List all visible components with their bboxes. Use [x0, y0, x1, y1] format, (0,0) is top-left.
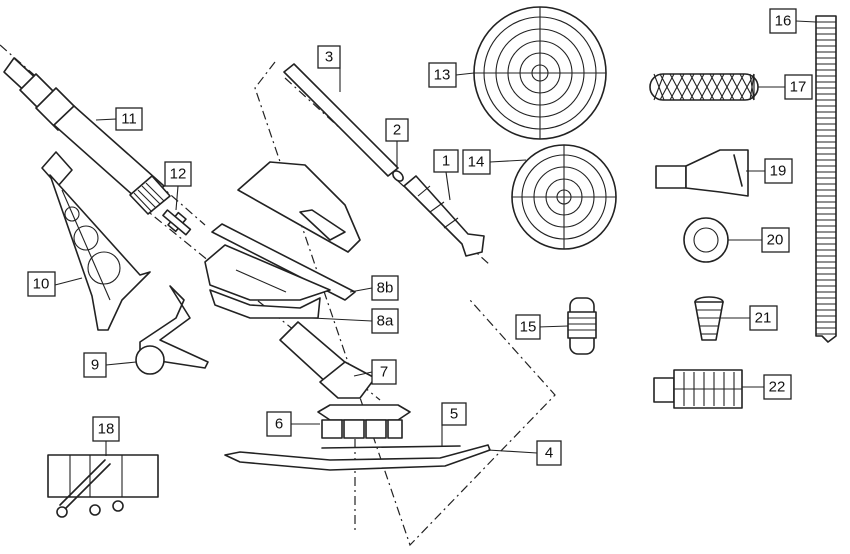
- mesh-strand: [689, 73, 705, 101]
- part-4-blade: [224, 444, 491, 471]
- callout-14: 14: [462, 149, 491, 175]
- callout-19: 19: [764, 158, 793, 184]
- callout-4: 4: [536, 440, 562, 466]
- part-13-large-disc: [473, 6, 607, 140]
- part-2-ring: [392, 170, 404, 182]
- callout-6: 6: [266, 411, 292, 437]
- callout-16: 16: [769, 8, 797, 34]
- callout-10-text: 10: [33, 276, 50, 293]
- callout-20: 20: [761, 227, 790, 253]
- callout-19-text: 19: [770, 163, 787, 180]
- callout-13: 13: [428, 62, 457, 88]
- mesh-strand: [709, 73, 725, 101]
- mesh-strand: [659, 73, 675, 101]
- callout-21: 21: [749, 305, 778, 331]
- callout-6-text: 6: [275, 416, 283, 433]
- part-3-rod: [283, 63, 399, 177]
- callout-10: 10: [27, 271, 56, 297]
- callout-11: 11: [115, 107, 143, 131]
- callout-9-text: 9: [91, 357, 99, 374]
- callout-1: 1: [433, 149, 459, 173]
- callout-5: 5: [441, 402, 467, 426]
- mesh-strand: [679, 73, 695, 101]
- part-21-threaded-cone: [694, 296, 724, 341]
- callout-4-text: 4: [545, 445, 553, 462]
- part-10-stand-bracket: [41, 151, 151, 331]
- callout-13-text: 13: [434, 67, 451, 84]
- part-19-funnel-attachment: [655, 149, 749, 197]
- callout-12-text: 12: [170, 166, 187, 183]
- callout-21-text: 21: [755, 310, 772, 327]
- callout-3: 3: [317, 45, 341, 69]
- callout-17-text: 17: [790, 79, 807, 96]
- callout-22-text: 22: [769, 379, 786, 396]
- callout-7-text: 7: [380, 364, 388, 381]
- callout-12: 12: [164, 161, 192, 187]
- part-20-washer: [683, 217, 729, 263]
- callout-15: 15: [515, 314, 541, 340]
- callout-leader-lines: [54, 20, 817, 456]
- mesh-strand: [729, 73, 745, 101]
- part-7-lower-tube: [279, 321, 376, 399]
- callout-7: 7: [371, 359, 397, 385]
- part-9-handle-knob: [135, 285, 209, 375]
- callout-1-text: 1: [442, 153, 450, 170]
- callout-labels: 1 2 3 4 5 6 7 8a 8b 9 10 11 12 13 14 15 …: [27, 8, 813, 466]
- callout-18: 18: [92, 416, 120, 442]
- callout-15-text: 15: [520, 319, 537, 336]
- part-6-tray: [317, 404, 411, 439]
- callout-16-text: 16: [775, 13, 792, 30]
- part-16-corrugated-hose: [815, 15, 837, 343]
- part-11-tube: [3, 57, 171, 215]
- callout-14-text: 14: [468, 154, 485, 171]
- callout-8a-text: 8a: [377, 313, 394, 330]
- mesh-strand: [699, 73, 715, 101]
- mesh-strand: [739, 73, 755, 101]
- part-17-mesh-sleeve: [649, 73, 759, 101]
- callout-20-text: 20: [767, 232, 784, 249]
- part-15-coupling: [567, 297, 597, 355]
- part-5-rod: [321, 445, 461, 449]
- part-12-cross-fitting: [162, 209, 192, 236]
- callout-11-text: 11: [121, 111, 137, 128]
- callout-9: 9: [83, 352, 107, 378]
- callout-17: 17: [784, 74, 813, 100]
- callout-2-text: 2: [393, 122, 401, 139]
- callout-2: 2: [385, 118, 409, 142]
- mesh-strand: [669, 73, 685, 101]
- part-18-clamp: [47, 454, 159, 518]
- part-8-main-housing: [204, 161, 361, 319]
- callout-22: 22: [763, 374, 792, 400]
- callout-5-text: 5: [450, 406, 458, 423]
- callout-18-text: 18: [98, 421, 115, 438]
- part-14-small-disc: [511, 144, 617, 250]
- callout-8a: 8a: [371, 308, 399, 334]
- part-1-nozzle: [403, 175, 485, 257]
- callout-8b-text: 8b: [377, 280, 394, 297]
- callout-3-text: 3: [325, 49, 333, 66]
- mesh-strand: [719, 73, 735, 101]
- part-22-connector-plug: [653, 369, 743, 409]
- callout-8b: 8b: [371, 275, 399, 301]
- mesh-strand: [749, 73, 755, 101]
